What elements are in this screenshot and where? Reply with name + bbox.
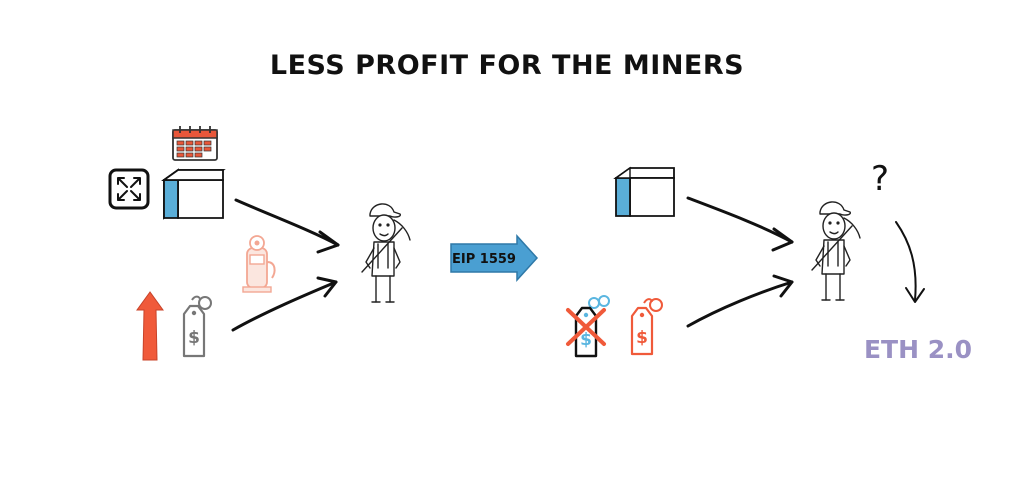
arrow-block-to-miner bbox=[234, 198, 340, 254]
arrow-to-eth2 bbox=[895, 221, 925, 303]
crossed-price-tag-icon: $ bbox=[566, 295, 610, 358]
dollar-sign: $ bbox=[580, 330, 592, 350]
question-mark: ? bbox=[871, 159, 889, 199]
diagram-title: LESS PROFIT FOR THE MINERS bbox=[270, 50, 744, 81]
price-tag-icon: $ bbox=[182, 295, 212, 358]
arrow-fees-to-miner bbox=[686, 274, 794, 328]
expand-icon bbox=[108, 168, 150, 210]
arrow-fees-to-miner bbox=[231, 276, 338, 332]
dollar-sign: $ bbox=[188, 328, 200, 348]
gas-pump-icon bbox=[242, 235, 276, 293]
dollar-sign: $ bbox=[636, 328, 648, 348]
block-cube-icon bbox=[613, 166, 675, 217]
up-arrow-icon bbox=[136, 291, 164, 361]
miner-icon bbox=[811, 201, 861, 301]
price-tag-icon: $ bbox=[630, 298, 663, 356]
calendar-icon bbox=[172, 126, 218, 161]
arrow-block-to-miner bbox=[686, 196, 794, 252]
block-cube-icon bbox=[161, 168, 226, 220]
miner-icon bbox=[361, 203, 411, 303]
eip-1559-arrow: EIP 1559 bbox=[450, 234, 539, 282]
eth2-label: ETH 2.0 bbox=[864, 335, 972, 364]
eip-label: EIP 1559 bbox=[452, 252, 516, 267]
